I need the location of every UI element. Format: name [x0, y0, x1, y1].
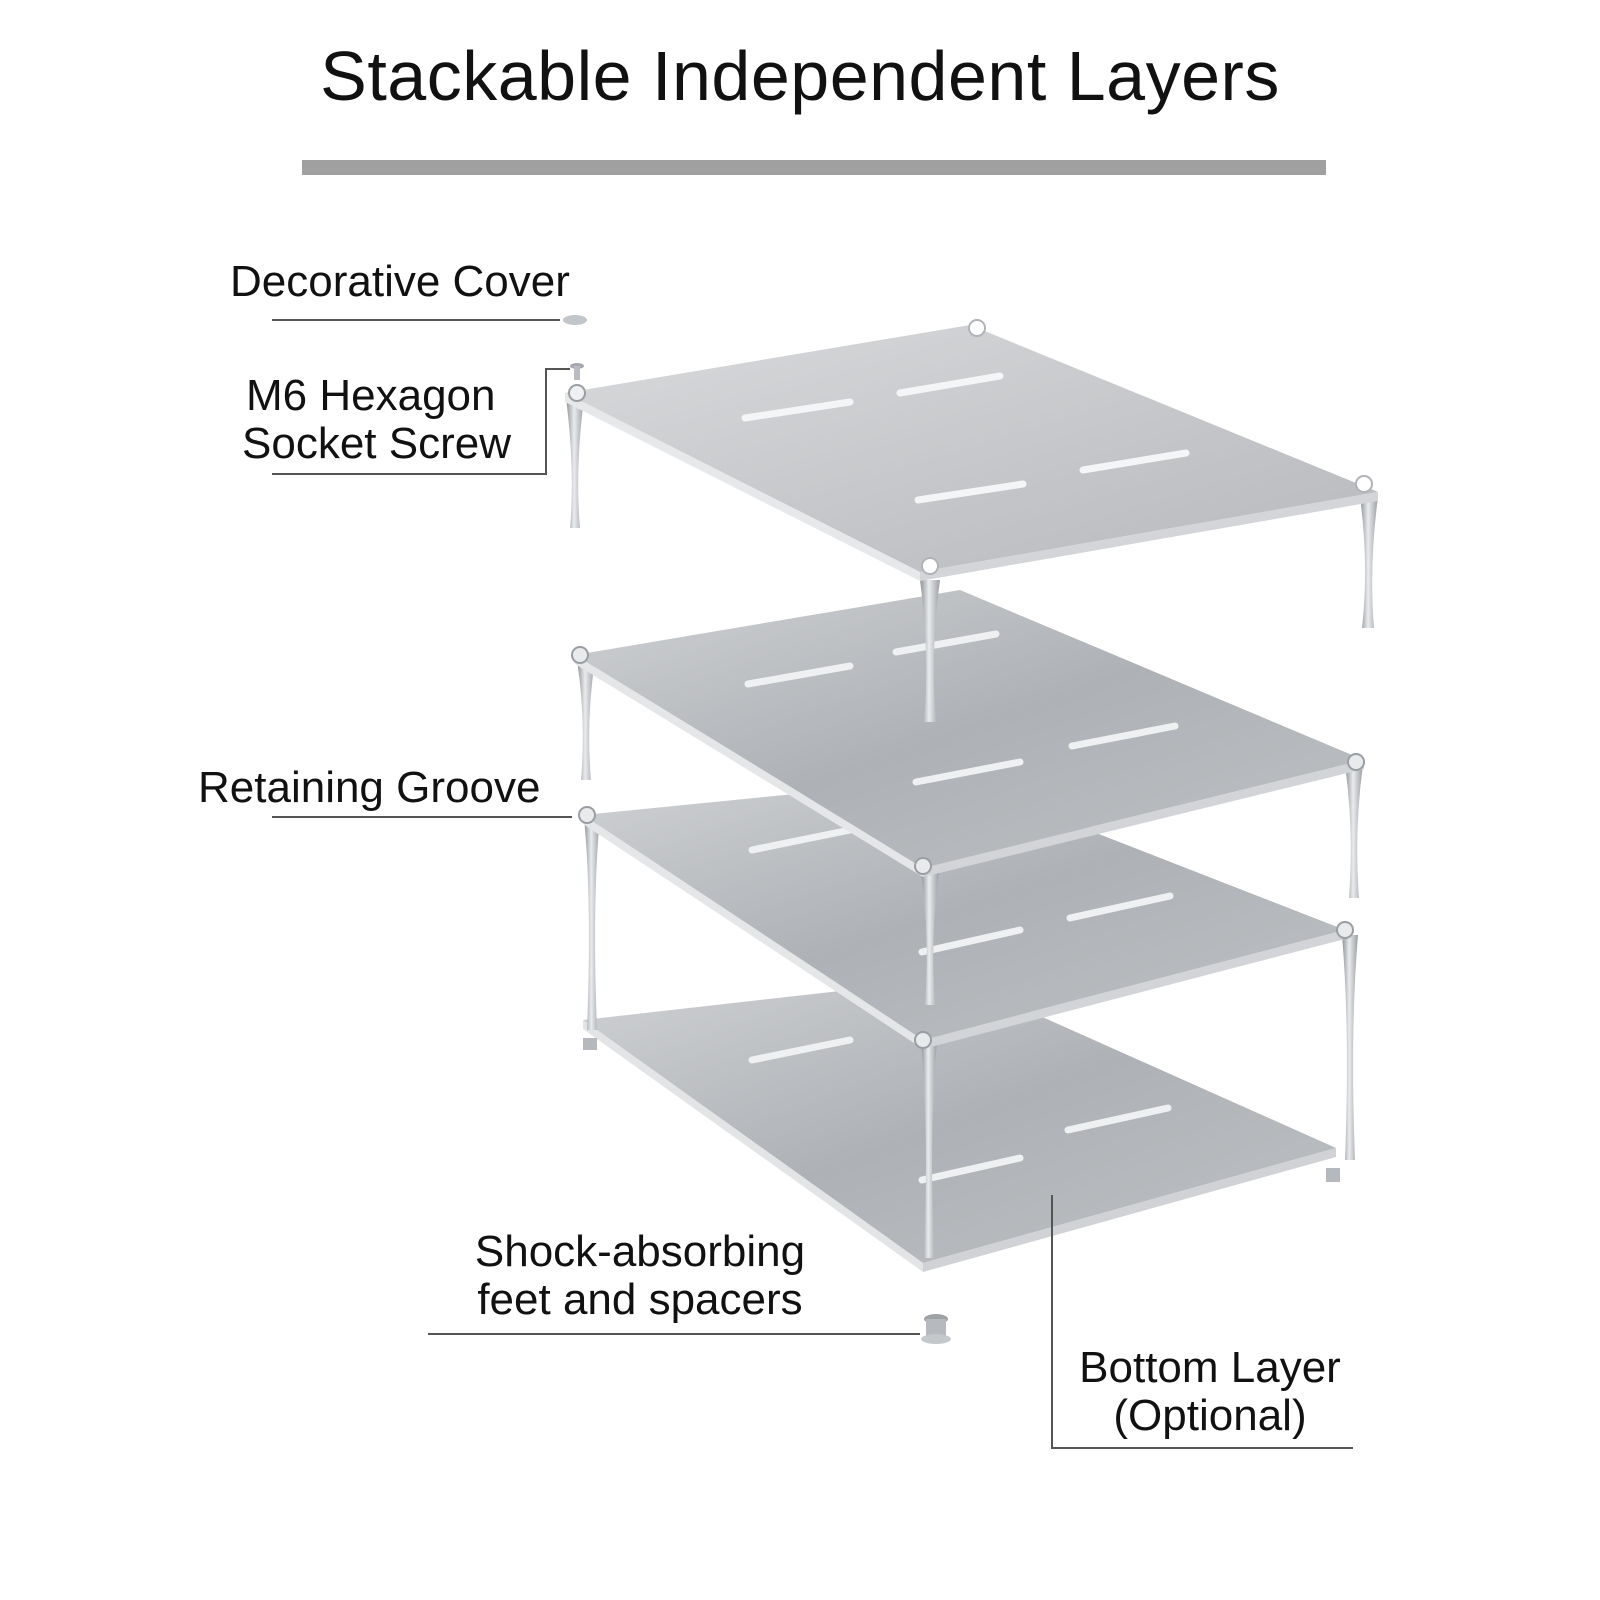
hexagon-screw-label-line1: M6 Hexagon [246, 371, 496, 420]
shock-feet-label-line1: Shock-absorbing [474, 1227, 806, 1276]
shelf-layer-3 [578, 778, 1354, 1049]
bottom-layer-label-line1: Bottom Layer [1079, 1343, 1341, 1392]
shock-absorbing-foot [583, 1038, 1340, 1182]
hexagon-screw-part [570, 363, 584, 380]
hexagon-screw-label-line2: Socket Screw [242, 419, 511, 468]
support-legs-2 [577, 660, 1363, 1005]
bottom-layer-label-line2: (Optional) [1113, 1391, 1307, 1440]
shock-absorbing-foot-part [921, 1314, 951, 1344]
decorative-cover-part [563, 315, 587, 325]
shock-feet-label-line2: feet and spacers [477, 1275, 803, 1324]
title-underline [302, 160, 1326, 175]
support-legs-1 [566, 398, 1378, 722]
page-title: Stackable Independent Layers [320, 37, 1280, 115]
support-legs-3 [584, 818, 1358, 1258]
shelf-layer-4 [583, 978, 1340, 1272]
shelf-layer-1 [565, 319, 1378, 581]
leader-lines [272, 319, 1353, 1449]
retaining-groove-label: Retaining Groove [198, 763, 541, 812]
shelf-layer-2 [571, 590, 1365, 877]
decorative-cover-label: Decorative Cover [230, 257, 570, 306]
